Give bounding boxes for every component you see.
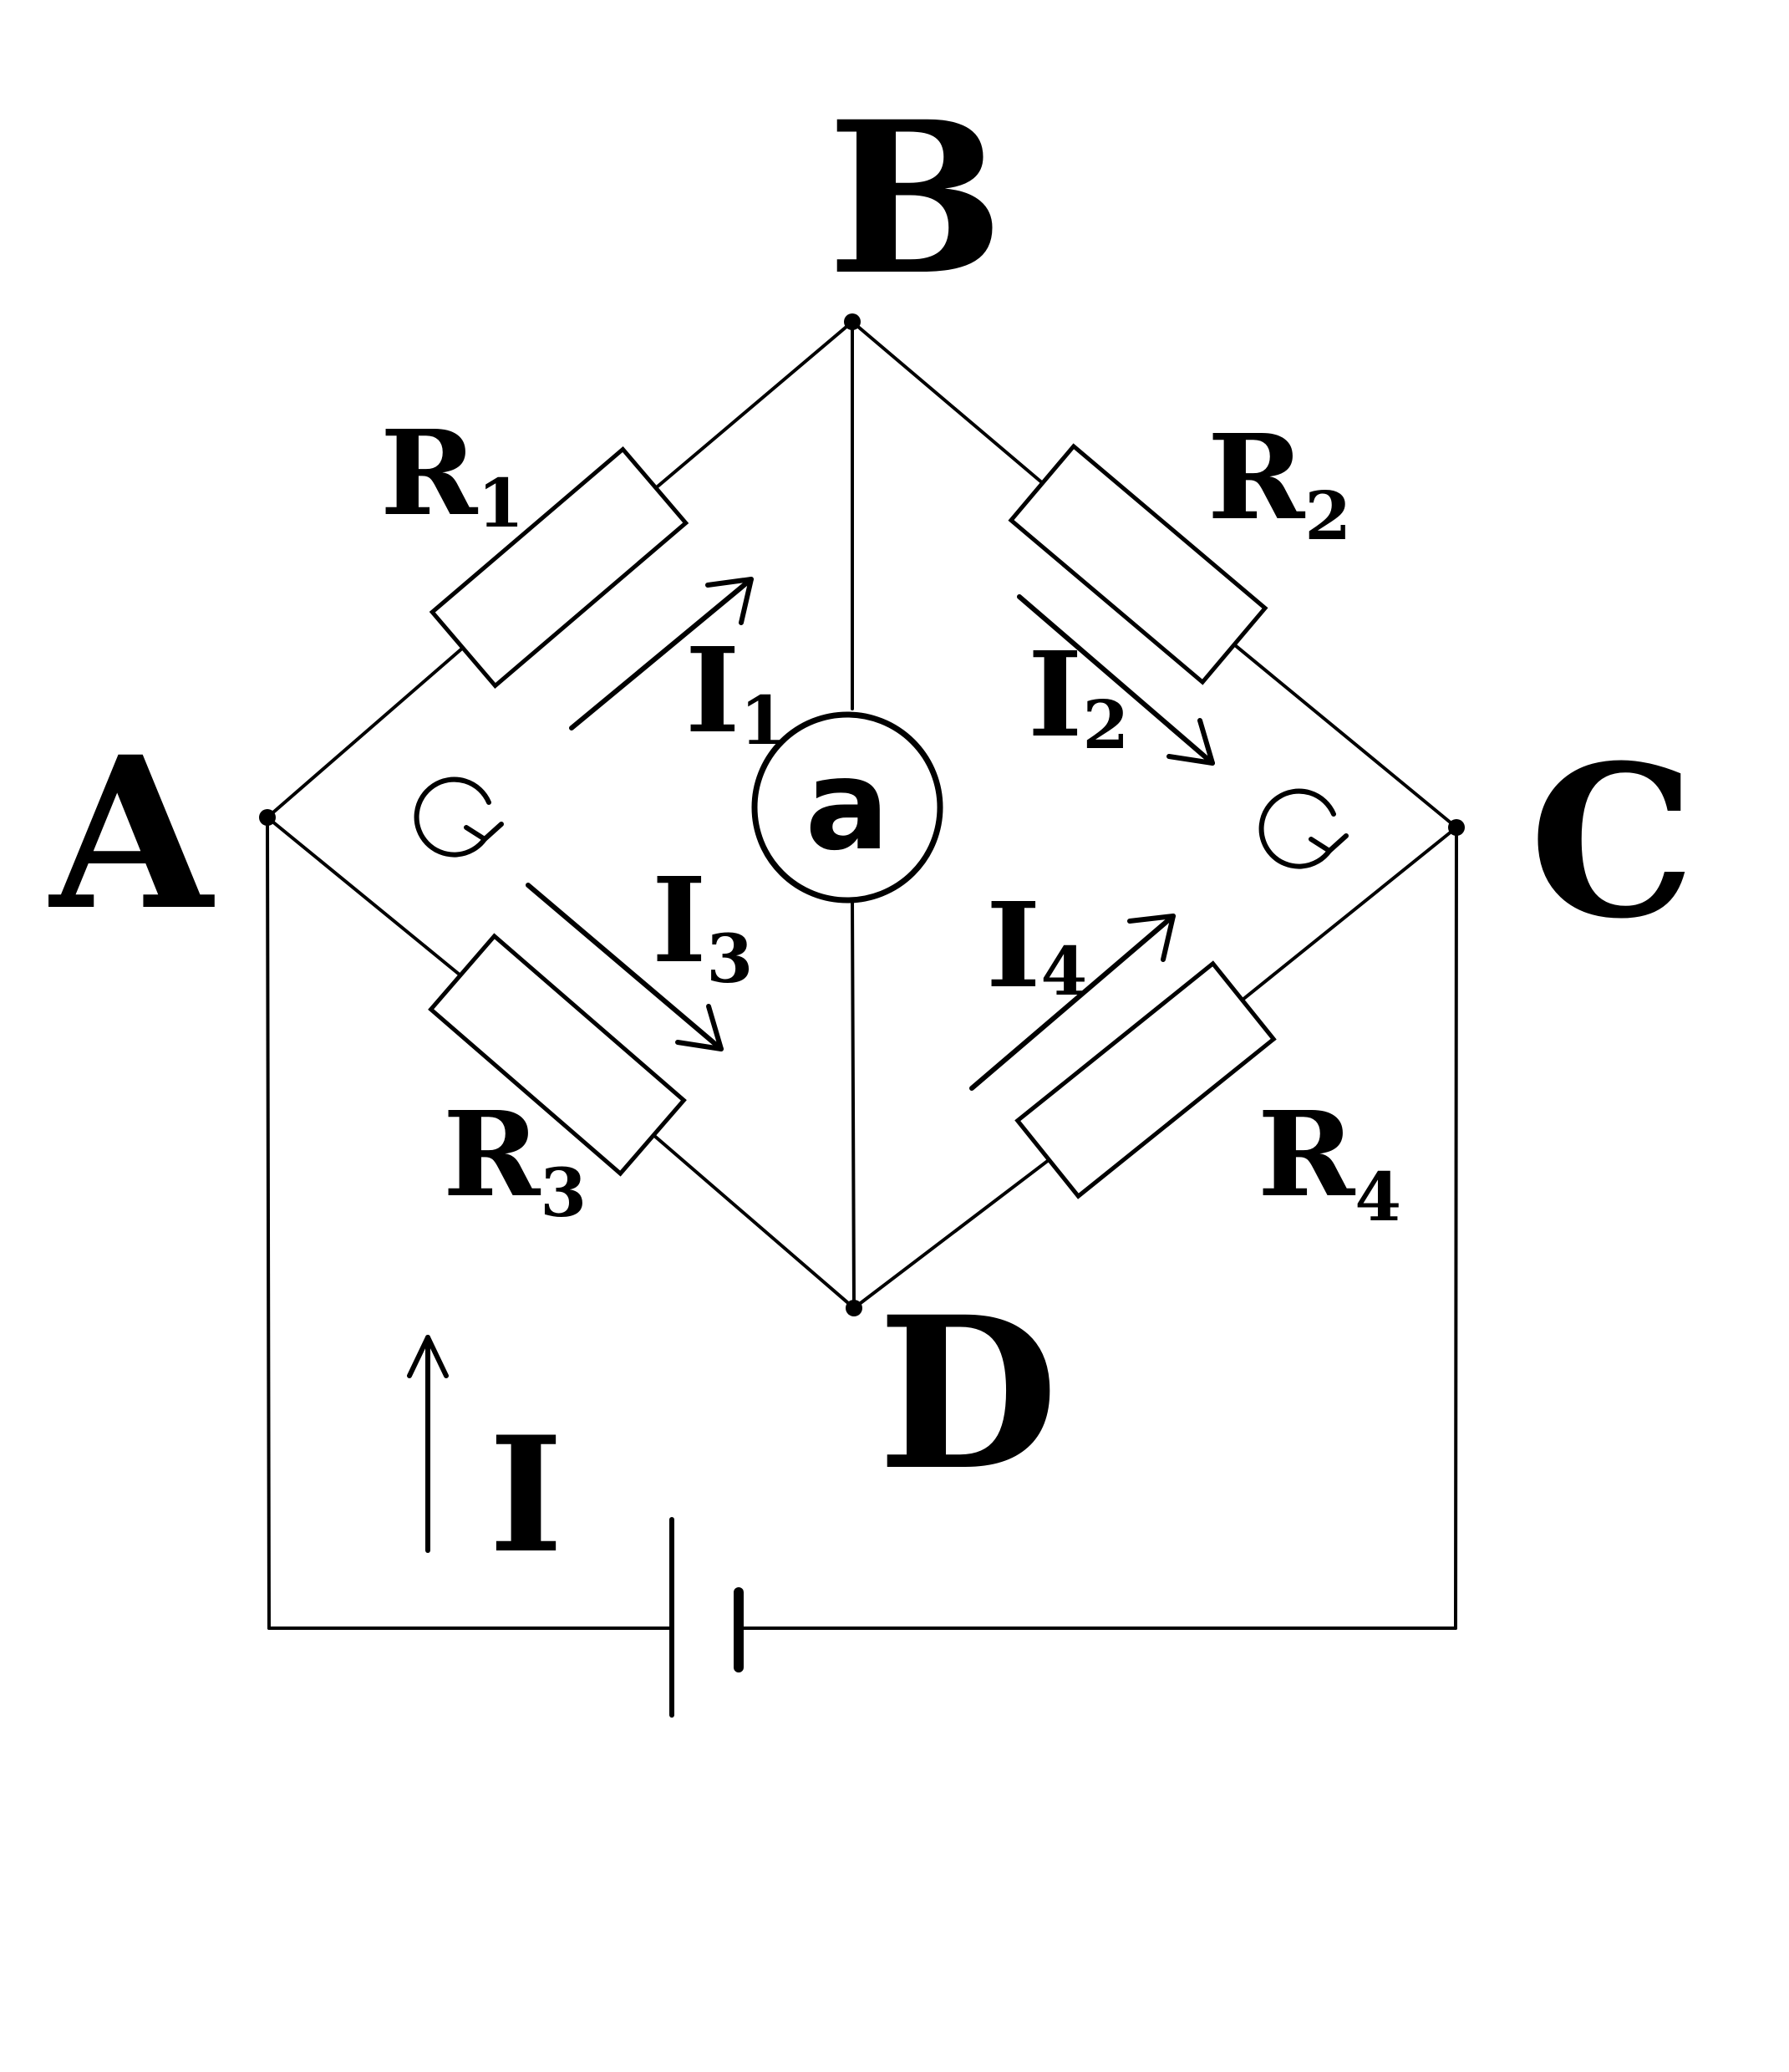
wire-a-r3 xyxy=(266,816,475,988)
resistor-label-r3: R3 xyxy=(443,1087,587,1232)
resistor-label-r3-base: R xyxy=(443,1087,541,1224)
wire-r2-c xyxy=(1214,628,1458,829)
resistor-label-r2-base: R xyxy=(1207,410,1306,547)
current-arrow-i2 xyxy=(1017,594,1215,766)
wires xyxy=(266,320,1458,1630)
current-label-i2: I2 xyxy=(1028,627,1129,764)
resistor-label-r4-base: R xyxy=(1258,1087,1356,1224)
current-label-i3-sub: 3 xyxy=(707,919,754,998)
clockwise-loop-icon xyxy=(414,776,504,858)
resistor-label-r2: R2 xyxy=(1207,410,1351,555)
galvanometer-icon xyxy=(751,711,943,904)
wire-a-down xyxy=(266,816,271,1630)
wire-meter-d xyxy=(851,899,856,1310)
wire-r3-d xyxy=(639,1123,856,1310)
current-arrow-i4 xyxy=(969,914,1176,1091)
resistor-label-r2-sub: 2 xyxy=(1304,476,1351,555)
current-label-i4: I4 xyxy=(986,878,1087,1015)
meter-symbol: a xyxy=(805,733,889,878)
current-label-total: I xyxy=(489,1402,563,1588)
wire-b-r2 xyxy=(851,320,1062,500)
resistor-r1 xyxy=(429,445,689,690)
resistor-label-r3-sub: 3 xyxy=(540,1153,587,1232)
node-label-b: B xyxy=(827,75,1004,321)
current-label-i2-base: I xyxy=(1028,627,1083,764)
current-arrow-total xyxy=(407,1335,449,1553)
resistor-label-r1: R1 xyxy=(380,405,524,542)
current-arrow-i3 xyxy=(526,883,724,1051)
current-label-i1-base: I xyxy=(685,623,740,760)
galvanometer: a xyxy=(751,711,943,904)
node-label-d: D xyxy=(877,1270,1059,1516)
clockwise-loop-icon xyxy=(1258,788,1349,869)
junction-nodes xyxy=(259,313,1465,1316)
current-label-i4-base: I xyxy=(986,878,1041,1015)
wire-c-r4 xyxy=(1223,826,1458,1016)
resistor-label-r1-base: R xyxy=(380,405,479,542)
wire-r1-b xyxy=(634,320,854,507)
node-dot-d xyxy=(846,1300,862,1316)
node-label-a: A xyxy=(48,710,215,956)
resistor-label-r4-sub: 4 xyxy=(1354,1158,1401,1236)
battery xyxy=(669,1517,744,1718)
node-dot-c xyxy=(1448,819,1465,836)
resistor-r2 xyxy=(1008,443,1268,685)
wire-a-r1 xyxy=(266,629,484,819)
node-dot-b xyxy=(844,313,861,330)
resistor-r4 xyxy=(1014,960,1277,1199)
resistor-label-r4: R4 xyxy=(1258,1087,1401,1236)
current-label-i1-sub: 1 xyxy=(740,681,787,760)
current-arrow-i1 xyxy=(569,577,754,731)
resistor-label-r1-sub: 1 xyxy=(477,464,524,542)
current-label-i1: I1 xyxy=(685,623,786,760)
node-dot-a xyxy=(259,809,276,826)
resistor-r3 xyxy=(428,933,687,1177)
wire-r4-d xyxy=(852,1145,1068,1310)
current-label-i3: I3 xyxy=(652,853,753,998)
current-label-i4-sub: 4 xyxy=(1041,932,1088,1011)
node-label-c: C xyxy=(1529,719,1695,965)
current-label-i3-base: I xyxy=(652,853,707,990)
current-label-i2-sub: 2 xyxy=(1083,685,1130,764)
